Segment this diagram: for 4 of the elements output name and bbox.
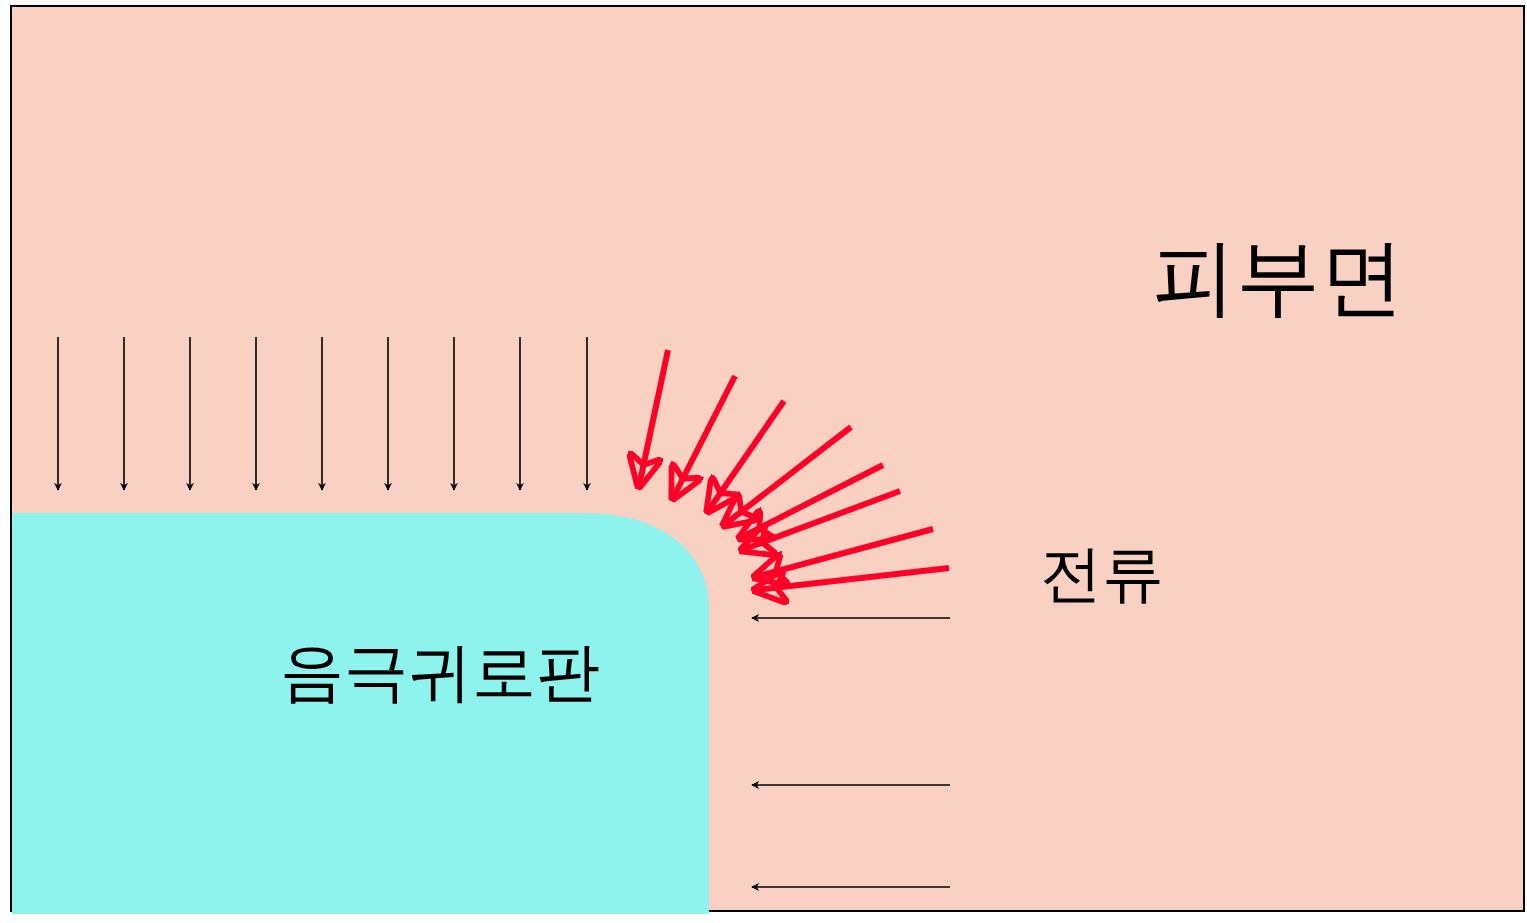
- plate-label: 음극귀로판: [280, 640, 600, 704]
- skin-region: [10, 5, 1525, 912]
- region-label: 피부면: [1152, 235, 1404, 319]
- current-label: 전류: [1040, 543, 1164, 605]
